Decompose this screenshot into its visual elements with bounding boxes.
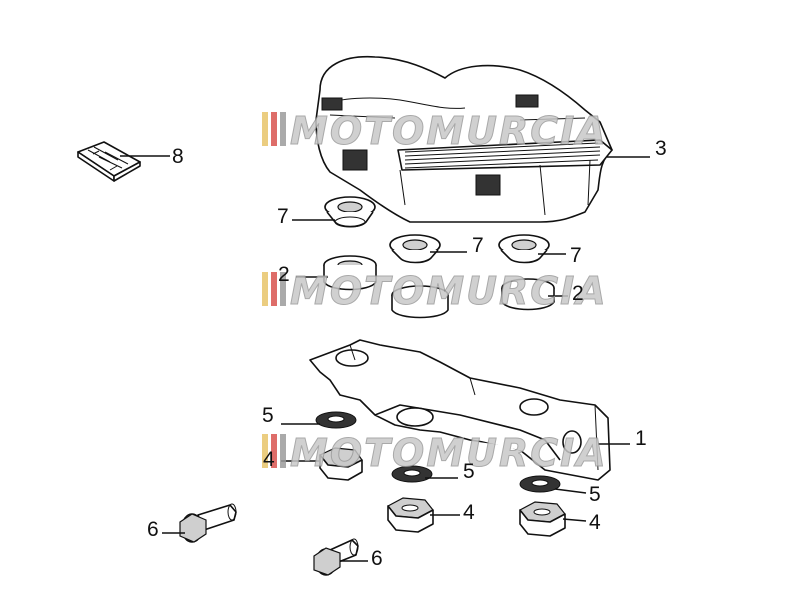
callout-labels: 8 3 7 7 7 2 2 1 5 5 5 4 4 4 6 6	[147, 137, 667, 570]
callout-label: 6	[147, 518, 159, 541]
part-spacer	[501, 278, 555, 311]
callout-label: 2	[278, 263, 290, 286]
part-washer	[519, 475, 561, 493]
watermark-logo: MOTOMURCIA	[262, 109, 608, 154]
callout-label: 5	[262, 404, 274, 427]
part-hex-nut	[319, 447, 363, 481]
part-flange-bolt	[313, 538, 359, 576]
callout-label: 7	[570, 244, 582, 267]
part-mounting-bracket	[309, 339, 611, 481]
callout-label: 4	[463, 501, 475, 524]
part-hex-nut	[519, 501, 566, 537]
part-grommet	[389, 234, 441, 264]
callout-label: 1	[635, 427, 647, 450]
part-washer	[315, 411, 357, 429]
part-decal	[77, 141, 141, 182]
callout-label: 8	[172, 145, 184, 168]
callout-label: 2	[572, 282, 584, 305]
callout-label: 7	[472, 234, 484, 257]
callout-label: 5	[589, 483, 601, 506]
part-spacer	[323, 255, 377, 291]
callout-label: 4	[589, 511, 601, 534]
callout-label: 3	[655, 137, 667, 160]
callout-label: 6	[371, 547, 383, 570]
part-grommet	[498, 234, 550, 264]
watermark-logo: MOTOMURCIA	[262, 269, 608, 314]
watermark-text: MOTOMURCIA	[290, 431, 608, 475]
callout-label: 7	[277, 205, 289, 228]
part-spacer	[391, 285, 449, 319]
callout-label: 4	[263, 448, 275, 471]
part-hex-nut	[387, 497, 434, 533]
watermark-text: MOTOMURCIA	[290, 269, 608, 313]
watermark-text: MOTOMURCIA	[290, 109, 608, 153]
callout-label: 5	[463, 460, 475, 483]
part-grommet	[324, 196, 376, 228]
part-washer	[391, 465, 433, 483]
part-instrument-housing	[315, 55, 613, 223]
watermark: MOTOMURCIA MOTOMURCIA MOTOMURCIA	[262, 109, 608, 476]
watermark-logo: MOTOMURCIA	[262, 431, 608, 476]
leader-lines	[120, 155, 650, 562]
part-flange-bolt	[179, 503, 237, 543]
